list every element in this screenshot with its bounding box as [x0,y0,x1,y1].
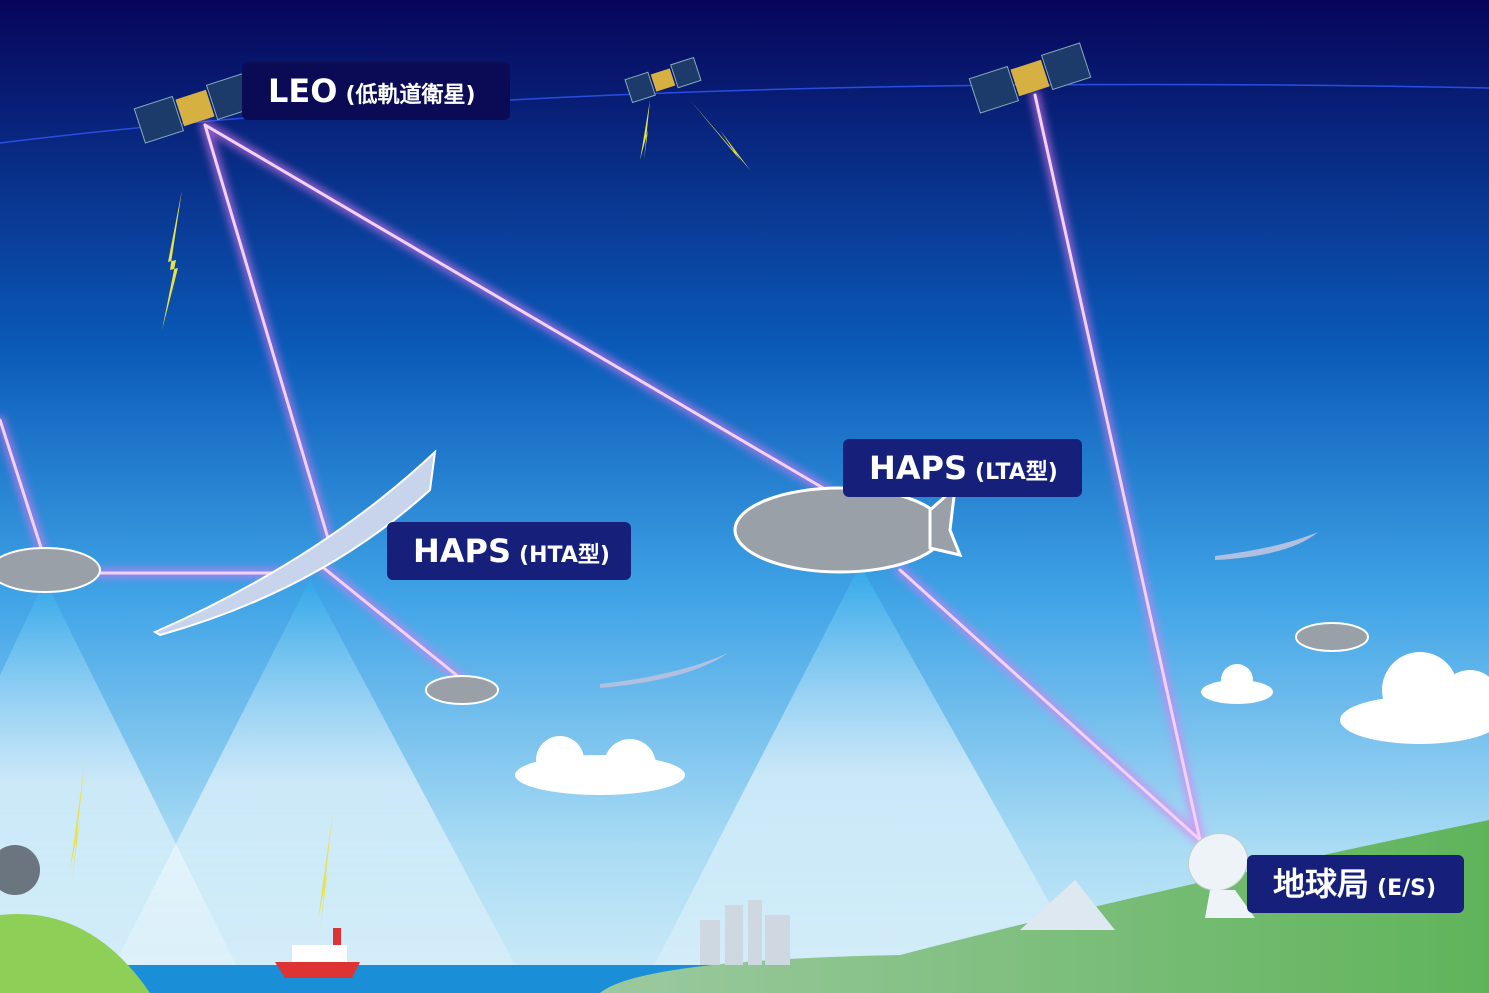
earth-station-label-main: 地球局 [1273,865,1370,903]
haps-hta-label-sub: (HTA型) [519,543,610,568]
hta-aircraft-icon [152,449,1318,688]
ground [0,820,1489,993]
satellite-icon [968,42,1092,114]
leo-label-main: LEO [268,72,338,110]
leo-label: LEO (低軌道衛星) [242,62,510,120]
airship-icon [0,547,1369,705]
leo-label-sub: (低軌道衛星) [345,83,476,108]
haps-lta-label: HAPS (LTA型) [843,439,1082,497]
clouds [0,652,1489,895]
earth-station-label: 地球局 (E/S) [1247,855,1464,913]
haps-lta-label-main: HAPS [869,449,968,487]
laser-beams [0,90,1205,845]
haps-hta-label-main: HAPS [413,532,512,570]
ship-icon [275,928,360,978]
haps-hta-label: HAPS (HTA型) [387,522,631,580]
lta-airship-icon [733,484,963,574]
lightning-icons [70,100,750,930]
earth-station-label-sub: (E/S) [1377,876,1437,901]
ground-station-dish-icon [1187,832,1255,918]
satellite-icon [624,56,702,104]
haps-lta-label-sub: (LTA型) [975,460,1058,485]
coverage-cones [0,565,1100,993]
